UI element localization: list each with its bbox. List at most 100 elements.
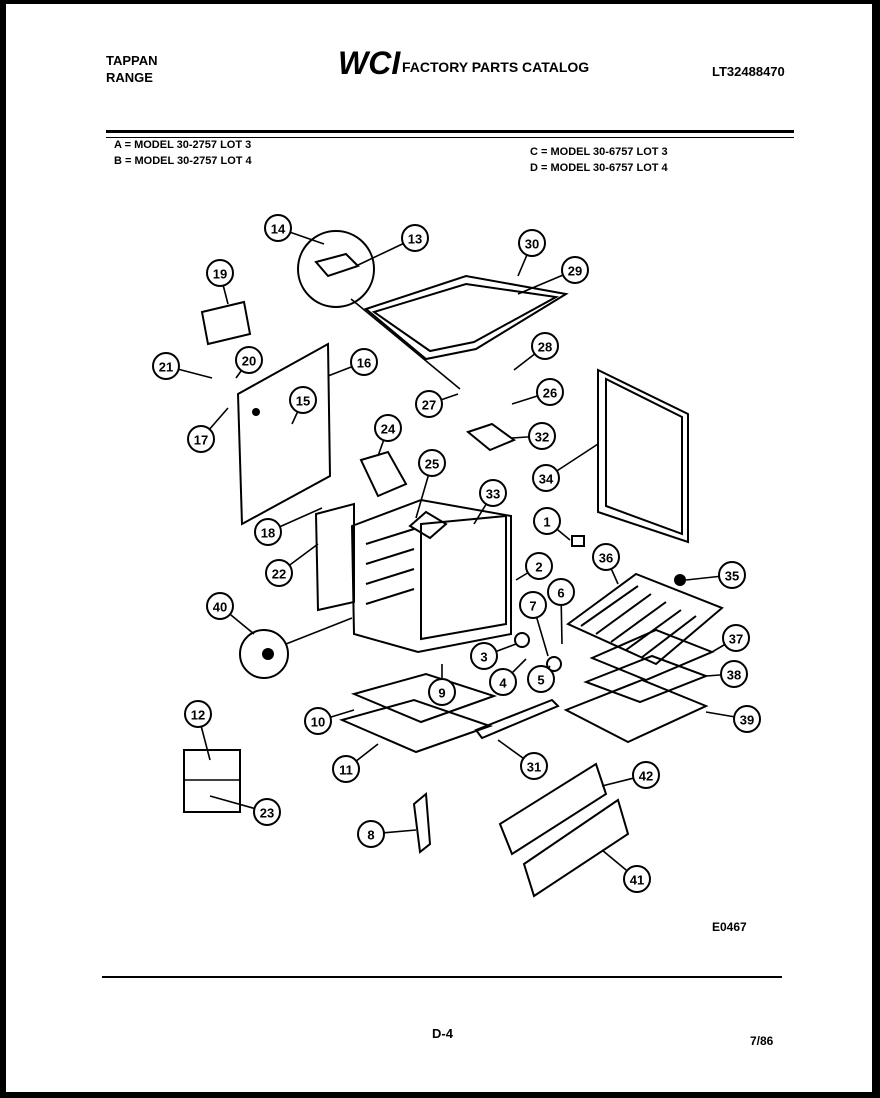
callout-number: 2 [535, 560, 542, 575]
callout-bubble [265, 559, 293, 587]
callout-29: 29 [561, 256, 589, 284]
callout-32: 32 [528, 422, 556, 450]
drawing-code: E0467 [712, 920, 747, 934]
callout-number: 7 [529, 599, 536, 614]
brand-name: TAPPAN [106, 53, 158, 68]
callout-number: 25 [425, 457, 439, 472]
part-42 [498, 762, 608, 856]
callout-28: 28 [531, 332, 559, 360]
callout-number: 17 [194, 433, 208, 448]
callout-bubble [470, 642, 498, 670]
callout-20: 20 [235, 346, 263, 374]
detail-magnifier [297, 230, 375, 308]
part-29-cooktop [363, 274, 569, 361]
part-30-cooktop-inner [371, 282, 560, 353]
part-34-inner [605, 377, 683, 536]
callout-bubble [722, 624, 750, 652]
footer-rule [102, 976, 782, 978]
callout-bubble [519, 591, 547, 619]
callout-bubble [518, 229, 546, 257]
callout-23: 23 [253, 798, 281, 826]
callout-number: 27 [422, 398, 436, 413]
callout-bubble [718, 561, 746, 589]
part-32 [465, 422, 517, 452]
callout-bubble [592, 543, 620, 571]
callout-number: 40 [213, 600, 227, 615]
callout-number: 13 [408, 232, 422, 247]
callout-number: 32 [535, 430, 549, 445]
callout-33: 33 [479, 479, 507, 507]
callout-38: 38 [720, 660, 748, 688]
callout-number: 38 [727, 668, 741, 683]
callout-number: 34 [539, 472, 554, 487]
callout-bubble [401, 224, 429, 252]
part-19 [200, 300, 252, 346]
callout-number: 3 [480, 650, 487, 665]
callout-37: 37 [722, 624, 750, 652]
part-24 [359, 450, 408, 498]
callout-34: 34 [532, 464, 560, 492]
callout-8: 8 [357, 820, 385, 848]
part-16-panel [236, 342, 332, 526]
callout-35: 35 [718, 561, 746, 589]
callout-bubble [264, 214, 292, 242]
callout-bubble [254, 518, 282, 546]
callout-7: 7 [519, 591, 547, 619]
part-3 [514, 632, 530, 648]
callout-bubble [428, 678, 456, 706]
callout-bubble [235, 346, 263, 374]
callout-number: 15 [296, 394, 310, 409]
part-35 [674, 574, 686, 586]
callout-31: 31 [520, 752, 548, 780]
callout-number: 10 [311, 715, 325, 730]
callout-number: 29 [568, 264, 582, 279]
callout-bubble [720, 660, 748, 688]
callout-number: 21 [159, 360, 173, 375]
callout-number: 23 [260, 806, 274, 821]
callout-number: 12 [191, 708, 205, 723]
catalog-number: LT32488470 [712, 64, 785, 79]
callout-bubble [415, 390, 443, 418]
callout-bubble [561, 256, 589, 284]
callout-27: 27 [415, 390, 443, 418]
callout-41: 41 [623, 865, 651, 893]
product-type: RANGE [106, 70, 153, 85]
callout-number: 26 [543, 386, 557, 401]
part-41-drawer [522, 798, 630, 898]
callout-14: 14 [264, 214, 292, 242]
callout-bubble [532, 464, 560, 492]
callout-bubble [623, 865, 651, 893]
callout-bubble [632, 761, 660, 789]
callout-bubble [418, 449, 446, 477]
callout-bubble [528, 422, 556, 450]
callout-12: 12 [184, 700, 212, 728]
callout-bubble [206, 592, 234, 620]
callout-bubble [332, 755, 360, 783]
callout-24: 24 [374, 414, 402, 442]
callout-bubble [525, 552, 553, 580]
callout-bubble [733, 705, 761, 733]
callout-21: 21 [152, 352, 180, 380]
callout-13: 13 [401, 224, 429, 252]
header-rule-top [106, 130, 794, 133]
callout-number: 16 [357, 356, 371, 371]
callout-42: 42 [632, 761, 660, 789]
callout-36: 36 [592, 543, 620, 571]
callout-bubble [520, 752, 548, 780]
part-shapes [183, 230, 724, 898]
callout-3: 3 [470, 642, 498, 670]
callout-number: 6 [557, 586, 564, 601]
callout-number: 42 [639, 769, 653, 784]
callout-bubble [187, 425, 215, 453]
callout-bubble [350, 348, 378, 376]
callout-number: 11 [339, 763, 353, 778]
part-40-detail [239, 629, 289, 679]
callout-bubble [479, 479, 507, 507]
callout-4: 4 [489, 668, 517, 696]
callout-25: 25 [418, 449, 446, 477]
callout-number: 36 [599, 551, 613, 566]
callout-bubble [547, 578, 575, 606]
callout-number: 18 [261, 526, 275, 541]
callout-9: 9 [428, 678, 456, 706]
